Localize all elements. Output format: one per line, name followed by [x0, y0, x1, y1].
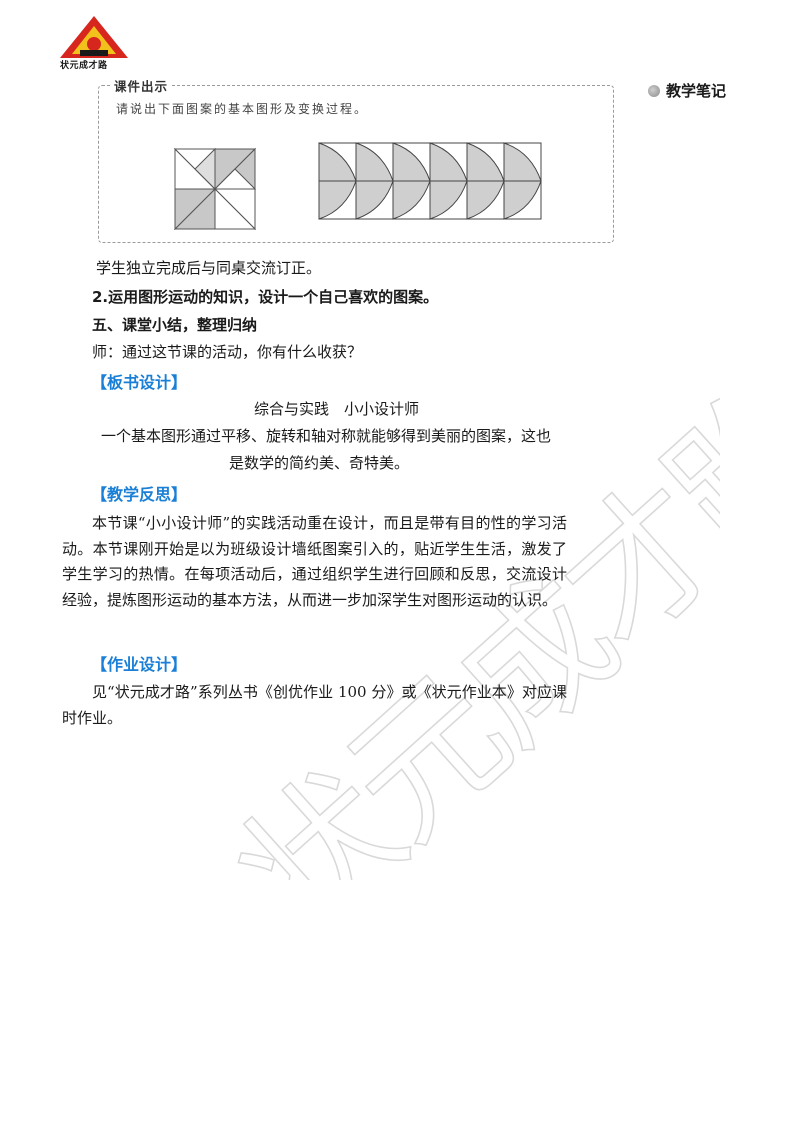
- courseware-label: 课件出示: [110, 76, 173, 95]
- bullet-dot-icon: [648, 84, 660, 97]
- board-title: 综合与实践 小小设计师: [254, 400, 420, 418]
- reflection-heading: 【教学反思】: [91, 485, 188, 504]
- pinwheel-figure: [173, 147, 257, 231]
- board-line-2: 是数学的简约美、奇特美。: [229, 454, 410, 472]
- brand-logo: [60, 16, 128, 58]
- wallpaper-pattern-figure: [318, 142, 542, 220]
- reflection-paragraph: 本节课“小小设计师”的实践活动重在设计，而且是带有目的性的学习活动。本节课刚开始…: [62, 514, 567, 609]
- logo-text: 状元成才路: [60, 61, 108, 71]
- board-design-heading: 【板书设计】: [91, 373, 188, 392]
- board-line-1: 一个基本图形通过平移、旋转和轴对称就能够得到美丽的图案，这也: [101, 427, 552, 445]
- notes-label: 教学笔记: [666, 82, 727, 100]
- courseware-prompt: 请说出下面图案的基本图形及变换过程。: [116, 102, 369, 116]
- courseware-box: [98, 85, 614, 243]
- teacher-question: 师：通过这节课的活动，你有什么收获？: [92, 343, 363, 361]
- notes-title: 教学笔记: [648, 80, 726, 101]
- section-5-heading: 五、课堂小结，整理归纳: [92, 316, 258, 334]
- check-line: 学生独立完成后与同桌交流订正。: [96, 259, 322, 277]
- homework-heading: 【作业设计】: [91, 655, 188, 674]
- task-2: 2.运用图形运动的知识，设计一个自己喜欢的图案。: [92, 288, 439, 306]
- homework-paragraph: 见“状元成才路”系列丛书《创优作业 100 分》或《状元作业本》对应课时作业。: [62, 683, 567, 727]
